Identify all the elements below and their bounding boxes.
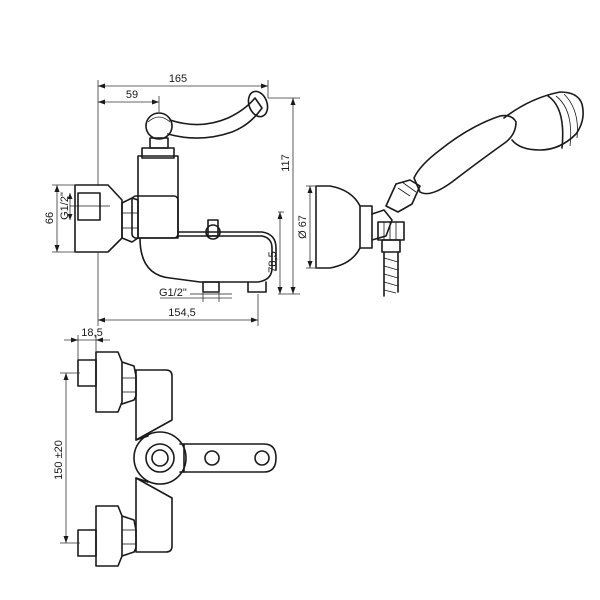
front-lever-end	[254, 450, 270, 466]
front-lever	[179, 443, 277, 473]
front-lever-hole	[204, 450, 220, 466]
spout	[139, 235, 273, 283]
cartridge-neck	[149, 137, 169, 149]
wall-holder-plate	[315, 185, 361, 269]
hand-shower-assembly: Ø 67	[297, 91, 584, 297]
shower-handle	[413, 114, 517, 195]
dim-inlet-spacing: 66	[44, 212, 56, 224]
dim-outlet-thread: G1/2"	[159, 287, 187, 299]
mixer-side-view	[70, 90, 277, 295]
dim-spout-length: 154,5	[168, 307, 196, 319]
front-cartridge-inner	[151, 449, 169, 467]
mixer-front-view	[77, 351, 277, 567]
dim-overall-width: 165	[169, 73, 187, 85]
mixer-body-lower	[131, 195, 179, 239]
dimensions-front: 18,5 150 ±20	[53, 327, 110, 544]
upper-inlet-flange	[95, 351, 123, 413]
dim-height: 117	[280, 154, 292, 172]
hex-nut	[121, 197, 139, 243]
hose-ferrule	[381, 239, 401, 253]
lower-inlet-pipe	[77, 529, 97, 557]
dim-spout-height: 78,5	[267, 251, 279, 272]
upper-inlet-pipe	[77, 359, 97, 387]
lever-arm	[167, 97, 263, 139]
front-body	[135, 369, 173, 441]
handle-collar	[385, 179, 421, 213]
mixer-body	[137, 155, 179, 239]
diverter-knob	[205, 224, 221, 240]
front-disc	[133, 431, 187, 485]
dim-wall-offset: 18,5	[81, 327, 102, 339]
wall-inlet-flange	[74, 184, 123, 253]
inlet-connector	[77, 192, 101, 221]
outlet-connector	[202, 281, 220, 293]
front-cartridge	[145, 443, 175, 473]
dim-inlet-centers: 150 ±20	[53, 440, 65, 480]
dimensions-top: 165 59 117 78,5 66 G1/2" G1/2"	[44, 73, 300, 326]
lower-inlet-flange	[95, 505, 123, 567]
dim-holder-diameter: Ø 67	[297, 215, 309, 239]
dim-inlet-thread: G1/2"	[59, 192, 71, 220]
lever-knob	[145, 112, 173, 140]
lever-end	[247, 90, 269, 118]
shower-head	[503, 91, 584, 151]
dim-lever-offset: 59	[126, 89, 138, 101]
diverter-stem	[207, 219, 219, 237]
